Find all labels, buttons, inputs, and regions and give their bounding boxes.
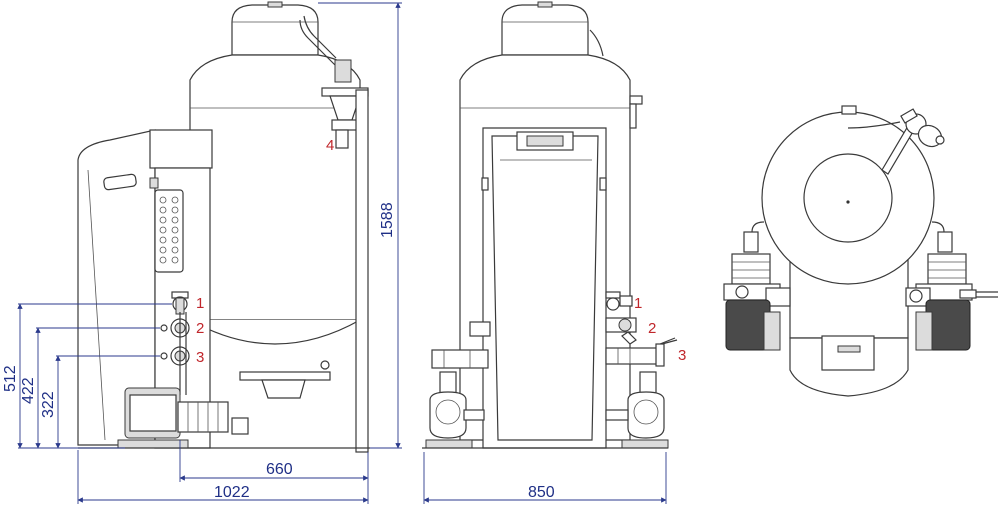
dim-1022-label: 1022 (214, 484, 250, 501)
side-callout-1: 1 (196, 295, 204, 312)
front-valve-2 (605, 317, 637, 345)
side-dome-cap (267, 1, 283, 8)
top-tank-center (846, 200, 850, 204)
side-dosing-head (334, 59, 352, 83)
dim-512-label: 512 (2, 365, 19, 392)
dim-422: 422 (20, 327, 160, 449)
dim-850-label: 850 (528, 484, 555, 501)
top-pump-right (905, 221, 998, 351)
dim-422-label: 422 (20, 377, 37, 404)
top-pump-left (723, 221, 791, 351)
side-callout-4: 4 (326, 137, 334, 154)
side-keypad (154, 189, 184, 273)
front-view: 1 2 3 850 (422, 1, 686, 504)
side-tank-bottom (189, 319, 361, 345)
front-callout-3: 3 (678, 347, 686, 364)
side-callout-2: 2 (196, 320, 204, 337)
top-tank-dome (803, 153, 893, 243)
side-frame-right (355, 89, 369, 453)
side-control-box (149, 129, 213, 169)
side-bottom-manifold (239, 371, 331, 381)
dim-1588-label: 1588 (379, 202, 396, 238)
front-pump-right (621, 371, 669, 449)
top-display-housing (821, 335, 875, 371)
dim-1022: 1022 (77, 450, 369, 504)
side-view: 1 2 3 4 512 422 322 1588 (2, 1, 402, 504)
front-valve-1 (605, 291, 633, 311)
side-callout-3: 3 (196, 349, 204, 366)
dim-850: 850 (423, 452, 667, 504)
side-tank-dome (231, 4, 319, 56)
front-valve-3 (605, 337, 678, 367)
top-pump-left-motor (731, 253, 771, 285)
front-callout-1: 1 (634, 295, 642, 312)
dim-322: 322 (40, 355, 160, 449)
front-door-panel (491, 135, 599, 441)
side-handle (103, 173, 137, 191)
front-left-inlet (431, 349, 489, 369)
front-callout-2: 2 (648, 320, 656, 337)
top-pump-right-motor (927, 253, 967, 285)
front-tank-dome (501, 4, 589, 56)
dim-322-label: 322 (40, 391, 57, 418)
dim-660: 660 (179, 440, 369, 482)
dim-1588: 1588 (318, 2, 402, 449)
side-valve-1 (171, 291, 189, 315)
top-view (723, 105, 998, 397)
dim-660-label: 660 (266, 461, 293, 478)
front-pump-left (425, 371, 473, 449)
side-keypad-buttons (159, 196, 179, 264)
side-tank-body (189, 54, 361, 321)
side-pump (117, 387, 249, 449)
